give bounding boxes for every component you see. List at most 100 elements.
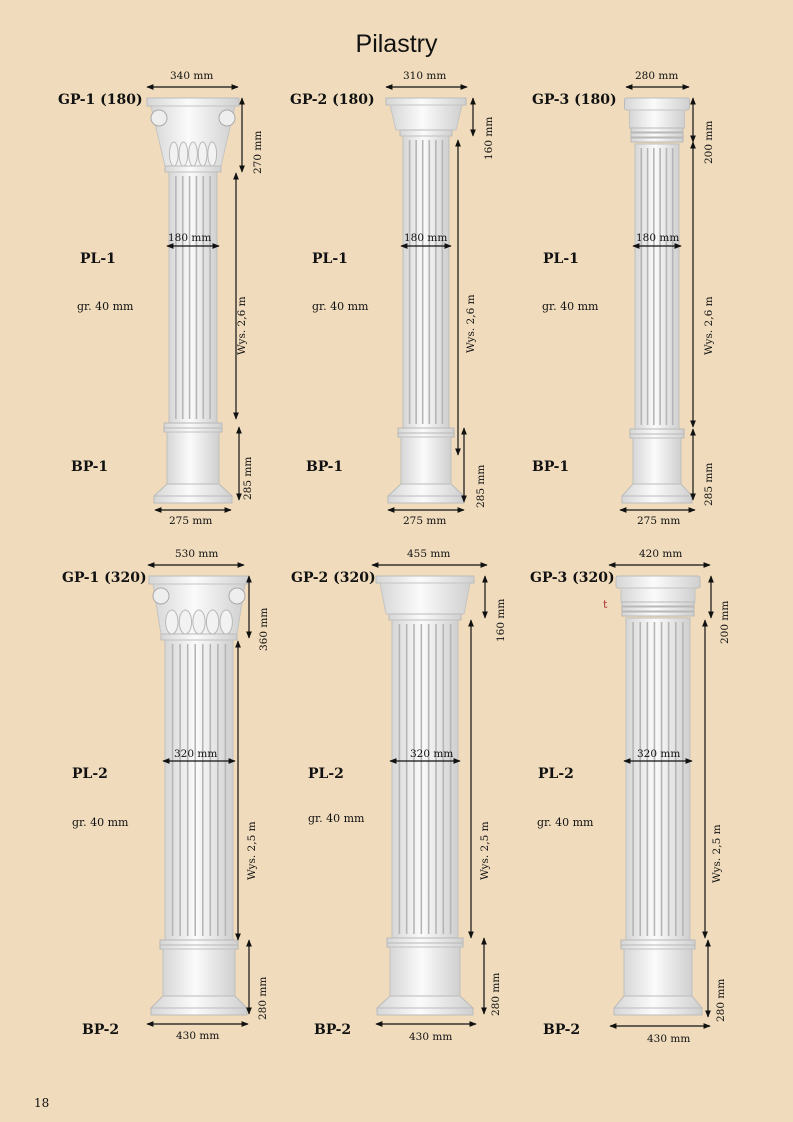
shaft-body <box>164 639 234 941</box>
cap-width-label: 310 mm <box>403 70 447 82</box>
cap-height-label: 200 mm <box>719 600 731 644</box>
shaft-label: PL-2 <box>308 766 344 782</box>
capital-label: GP-3 (180) <box>532 92 617 108</box>
base-plinth <box>389 946 461 997</box>
capital-band <box>630 132 684 138</box>
shaft-height-label: Wys. 2,5 m <box>711 823 723 883</box>
base-height-label: 280 mm <box>715 978 727 1022</box>
cap-height-label: 160 mm <box>483 116 495 160</box>
base-height-label: 285 mm <box>703 462 715 506</box>
capital-echinus <box>379 582 471 615</box>
base <box>152 422 234 504</box>
capital <box>148 575 250 641</box>
capital-band <box>621 601 695 607</box>
base-height-label: 285 mm <box>242 456 254 500</box>
capital <box>615 575 701 617</box>
capital-leaf <box>197 141 208 167</box>
page-number: 18 <box>34 1096 50 1110</box>
shaft-height-label: Wys. 2,5 m <box>246 820 258 880</box>
thickness-label: gr. 40 mm <box>537 816 594 829</box>
base-plinth <box>623 948 693 997</box>
capital-neck <box>164 165 222 173</box>
capital-leaf <box>178 609 193 635</box>
base-height-label: 280 mm <box>257 976 269 1020</box>
base-torus <box>163 422 223 429</box>
base-plinth <box>162 948 236 997</box>
shaft <box>634 143 680 430</box>
thickness-label: gr. 40 mm <box>308 812 365 825</box>
capital-leaf <box>205 609 220 635</box>
capital-label: GP-3 (320) <box>530 570 615 586</box>
shaft-body <box>402 135 450 429</box>
base <box>620 428 694 504</box>
capital-leaf <box>168 141 179 167</box>
capital-band <box>630 137 684 143</box>
dimension-arrows <box>608 562 714 1029</box>
base-flare <box>620 483 694 497</box>
thickness-label: gr. 40 mm <box>542 300 599 313</box>
base-torus <box>397 432 455 438</box>
pilaster-drawing <box>619 84 696 513</box>
shaft-label: PL-2 <box>72 766 108 782</box>
capital-abacus <box>385 97 467 106</box>
dimension-arrows <box>385 84 476 513</box>
cap-width-label: 340 mm <box>170 70 214 82</box>
base-label: BP-1 <box>71 459 109 475</box>
shaft-label: PL-2 <box>538 766 574 782</box>
shaft-body <box>625 617 691 941</box>
base-foot <box>613 1007 703 1016</box>
capital-label: GP-1 (320) <box>62 570 147 586</box>
base-torus <box>629 428 685 435</box>
shaft <box>164 639 234 941</box>
pilaster-drawing <box>385 84 476 513</box>
cap-width-label: 280 mm <box>635 70 679 82</box>
base-torus <box>386 942 464 948</box>
shaft <box>402 135 450 429</box>
dimension-arrows <box>371 562 488 1027</box>
base <box>375 937 475 1016</box>
pilaster-gp1-320: GP-1 (320) PL-2 gr. 40 mm BP-2 530 mm 32… <box>55 548 295 1068</box>
capital-volute <box>152 587 170 605</box>
stray-mark: t <box>603 598 608 611</box>
base-torus <box>620 944 696 950</box>
capital-volute <box>218 109 236 127</box>
pilaster-drawing <box>146 84 245 513</box>
base-foot <box>153 495 233 504</box>
shaft-width-label: 320 mm <box>410 748 454 760</box>
base-height-label: 280 mm <box>490 972 502 1016</box>
base-label: BP-1 <box>532 459 570 475</box>
shaft-width-label: 180 mm <box>404 232 448 244</box>
shaft <box>391 619 459 939</box>
base <box>149 939 249 1016</box>
pilaster-drawing <box>608 562 714 1029</box>
capital <box>146 97 240 173</box>
pilaster-gp1-180: GP-1 (180) PL-1 gr. 40 mm BP-1 340 mm 18… <box>55 70 295 590</box>
shaft-label: PL-1 <box>80 251 116 267</box>
capital-label: GP-2 (180) <box>290 92 375 108</box>
shaft-height-label: Wys. 2,6 m <box>703 295 715 355</box>
pilaster-gp2-180: GP-2 (180) PL-1 gr. 40 mm BP-1 310 mm 18… <box>288 70 528 590</box>
capital-band <box>621 606 695 612</box>
base-width-label: 430 mm <box>647 1033 691 1045</box>
capital-leaf <box>178 141 189 167</box>
base-foot <box>376 1007 474 1016</box>
base-torus <box>397 427 455 434</box>
capital-frieze <box>629 109 685 129</box>
base-foot <box>387 495 465 504</box>
shaft-width-label: 180 mm <box>168 232 212 244</box>
base <box>386 427 466 504</box>
dimension-arrows <box>619 84 696 513</box>
capital-label: GP-1 (180) <box>58 92 143 108</box>
base <box>612 939 704 1016</box>
thickness-label: gr. 40 mm <box>72 816 129 829</box>
shaft-body <box>634 143 680 430</box>
capital-abacus <box>624 97 690 111</box>
base-plinth <box>632 437 682 485</box>
capital <box>375 575 475 621</box>
cap-height-label: 270 mm <box>252 130 264 174</box>
base-label: BP-2 <box>314 1022 352 1038</box>
shaft-body <box>391 619 459 939</box>
cap-width-label: 455 mm <box>407 548 451 560</box>
shaft <box>625 617 691 941</box>
capital-abacus <box>148 575 250 585</box>
